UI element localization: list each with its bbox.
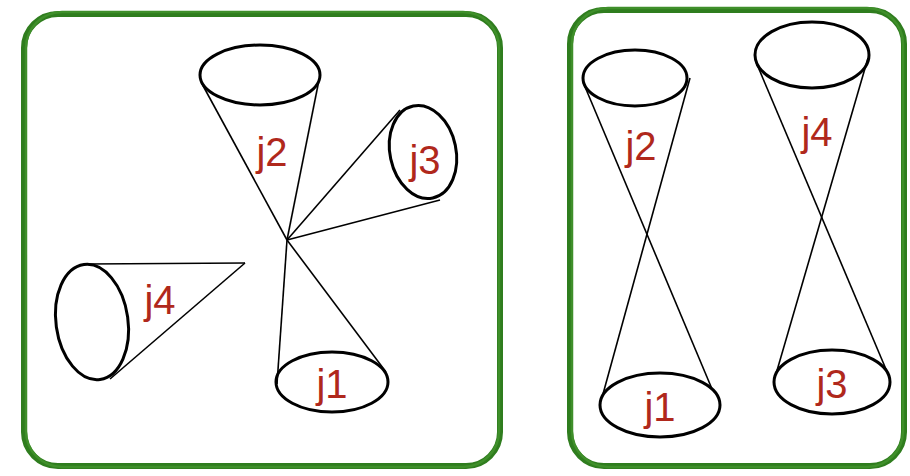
cone-outline	[751, 18, 892, 378]
jet-cone: j3	[770, 346, 894, 418]
jet-cone: j2	[196, 41, 324, 244]
jet-label: j2	[625, 124, 656, 168]
cone-edge-line	[277, 240, 287, 384]
jet-cone: j4	[30, 259, 249, 384]
cone-mouth-ellipse	[48, 260, 135, 385]
jet-label: j1	[316, 362, 347, 406]
jet-label-holder: j4	[144, 280, 175, 320]
jet-label-holder: j3	[816, 364, 847, 404]
cone-mouth-ellipse	[381, 99, 465, 205]
cone-mouth-ellipse	[600, 373, 720, 437]
cone-edge-line	[583, 82, 712, 389]
cone-edge-line	[287, 80, 319, 240]
jet-label: j4	[144, 278, 175, 322]
cone-mouth-ellipse	[200, 45, 320, 105]
left-panel-rough	[26, 12, 499, 467]
jet-label-holder: j1	[644, 387, 675, 427]
cone-mouth-ellipse	[755, 22, 869, 88]
jet-label-holder: j2	[625, 126, 656, 166]
cone-outline	[579, 46, 716, 398]
jet-label-holder: j4	[801, 112, 832, 152]
cone-outline	[283, 101, 474, 244]
cone-edge-line	[88, 263, 245, 264]
jet-label: j1	[644, 385, 675, 429]
left-panel	[24, 14, 500, 466]
cone-edge-line	[776, 58, 868, 374]
jet-label: j3	[816, 362, 847, 406]
jet-label: j3	[409, 138, 440, 182]
jet-cone: j1	[596, 369, 724, 441]
jet-label: j4	[801, 110, 832, 154]
jet-label-holder: j3	[409, 140, 440, 180]
cone-mouth-ellipse	[774, 350, 890, 414]
cone-outline	[30, 259, 249, 384]
cone-edge-line	[110, 263, 245, 379]
right-panel-rough	[572, 8, 903, 467]
cone-edge-line	[603, 78, 690, 394]
right-panel	[570, 10, 904, 466]
cone-edge-line	[287, 200, 440, 240]
jet-label: j2	[256, 130, 287, 174]
jet-label-holder: j2	[256, 132, 287, 172]
jet-cone: j3	[283, 101, 474, 244]
jet-label-holder: j1	[316, 364, 347, 404]
cone-mouth-ellipse	[276, 352, 388, 412]
jet-cone: j4	[751, 18, 892, 378]
jet-cone: j1	[272, 236, 392, 416]
jet-cone: j2	[579, 46, 716, 398]
cone-edge-line	[287, 110, 400, 240]
cone-mouth-ellipse	[583, 50, 687, 106]
